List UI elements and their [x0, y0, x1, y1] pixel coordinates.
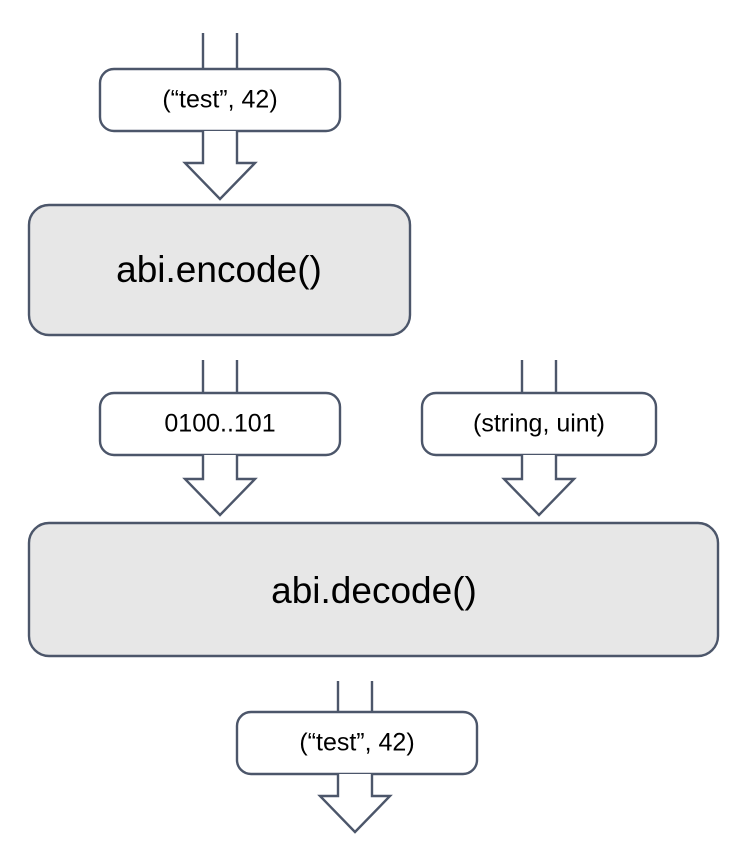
node-encoded-bytes-label: 0100..101 — [164, 410, 275, 438]
node-abi-encode[interactable] — [27, 203, 412, 337]
node-input-tuple-top-label: (“test”, 42) — [162, 86, 277, 114]
node-abi-decode-label: abi.decode() — [271, 570, 477, 611]
arrow-types-to-decode — [501, 455, 577, 517]
node-abi-encode-label: abi.encode() — [116, 249, 322, 290]
arrow-input-to-encode — [182, 131, 258, 201]
arrow-bytes-to-decode — [182, 455, 258, 517]
node-output-tuple-bottom-label: (“test”, 42) — [299, 729, 414, 757]
stub-into-encoded-bytes — [201, 360, 239, 396]
stub-into-input-tuple-top — [201, 33, 239, 72]
stub-into-output-tuple-bottom — [336, 681, 374, 715]
node-abi-decode[interactable] — [27, 521, 720, 658]
node-types-tuple-label: (string, uint) — [473, 410, 605, 438]
stub-into-types-tuple — [520, 360, 558, 396]
arrow-output-exit-bottom — [317, 774, 393, 834]
